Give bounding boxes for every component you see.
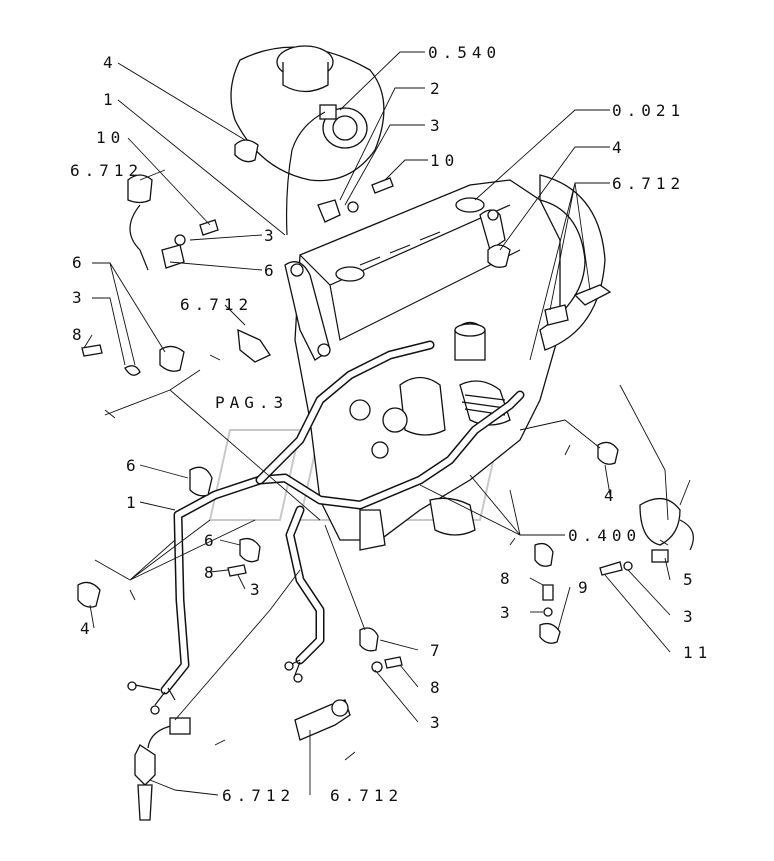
- callout-9: 9: [578, 578, 593, 597]
- callout-0-400: 0.400: [568, 526, 641, 545]
- callout-4-top-left: 4: [103, 53, 118, 72]
- callout-3-right-1: 3: [500, 603, 515, 622]
- callout-1-harness: 1: [126, 493, 141, 512]
- callout-5: 5: [683, 570, 698, 589]
- callout-3-bottom: 3: [430, 713, 445, 732]
- callout-6-712-left: 6.712: [70, 161, 143, 180]
- callout-3-right-2: 3: [683, 607, 698, 626]
- callout-6-712-bottom-left: 6.712: [222, 786, 295, 805]
- turbo-sensor-lead: [285, 111, 326, 236]
- turbocharger: [230, 45, 385, 182]
- callout-6-left-2: 6: [126, 456, 141, 475]
- callout-7: 7: [430, 641, 445, 660]
- callout-3-center: 3: [250, 580, 265, 599]
- callout-6-712-center: 6.712: [180, 295, 253, 314]
- callout-4-bottom-left: 4: [80, 619, 95, 638]
- callout-3-top: 3: [430, 116, 445, 135]
- callout-4-right: 4: [612, 138, 627, 157]
- callout-2-top: 2: [430, 79, 445, 98]
- callout-6-712-bottom-right: 6.712: [330, 786, 403, 805]
- callout-6-left-1: 6: [72, 253, 87, 272]
- bracket-marks: [104, 354, 669, 761]
- callout-0-540-turbo: 0.540: [428, 43, 501, 62]
- callout-pag-3: PAG.3: [215, 393, 288, 412]
- clamps-and-fasteners: [77, 139, 633, 673]
- callout-11: 11: [683, 643, 712, 662]
- callout-6-middle: 6: [264, 261, 279, 280]
- callout-0-021-engine: 0.021: [612, 101, 685, 120]
- callout-1-top-left: 1: [103, 90, 118, 109]
- callout-10-top: 10: [430, 151, 459, 170]
- callout-8-left: 8: [72, 325, 87, 344]
- callout-8-center: 8: [204, 563, 219, 582]
- callout-4-right-middle: 4: [604, 486, 619, 505]
- wiring-harness-main: [127, 340, 525, 715]
- callout-8-bottom: 8: [430, 678, 445, 697]
- callout-3-left: 3: [72, 288, 87, 307]
- leader-lines: [83, 51, 691, 796]
- callout-3-middle: 3: [264, 226, 279, 245]
- callout-8-right: 8: [500, 569, 515, 588]
- sensor-parts: [134, 284, 694, 821]
- callout-6-center: 6: [204, 531, 219, 550]
- callout-6-712-right: 6.712: [612, 174, 685, 193]
- callout-labels: 0.540 2 4 1 3 0.021 10 10 4 6.712 6.712 …: [70, 43, 712, 805]
- callout-10-left: 10: [96, 128, 125, 147]
- engine-block: [284, 174, 606, 551]
